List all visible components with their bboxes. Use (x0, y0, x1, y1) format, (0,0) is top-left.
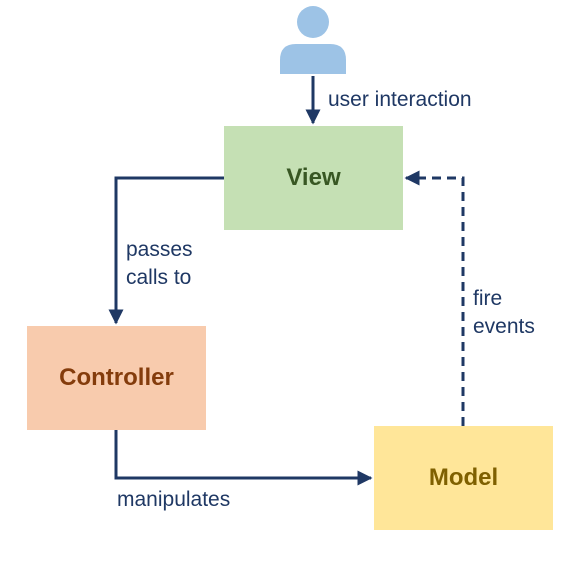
user-icon-head (297, 6, 329, 38)
controller-box: Controller (27, 326, 206, 430)
controller-box-label: Controller (59, 364, 174, 391)
passes-calls-to-line-1: passes (126, 238, 193, 261)
manipulates-label: manipulates (117, 488, 231, 511)
passes-calls-to-label: passes calls to (126, 236, 193, 292)
arrow-model-to-view (404, 170, 465, 426)
arrow-view-to-controller (108, 176, 224, 325)
user-icon (280, 6, 346, 74)
model-box: Model (374, 426, 553, 530)
passes-calls-to-line-2: calls to (126, 266, 192, 289)
fire-events-label: fire events (473, 285, 535, 341)
view-box-label: View (286, 164, 341, 191)
user-icon-body (280, 44, 346, 74)
fire-events-line-1: fire (473, 287, 503, 310)
fire-events-line-2: events (473, 315, 535, 338)
model-box-label: Model (428, 464, 499, 491)
view-box: View (224, 126, 403, 230)
user-interaction-label: user interaction (328, 88, 472, 111)
arrow-controller-to-model (114, 430, 373, 486)
